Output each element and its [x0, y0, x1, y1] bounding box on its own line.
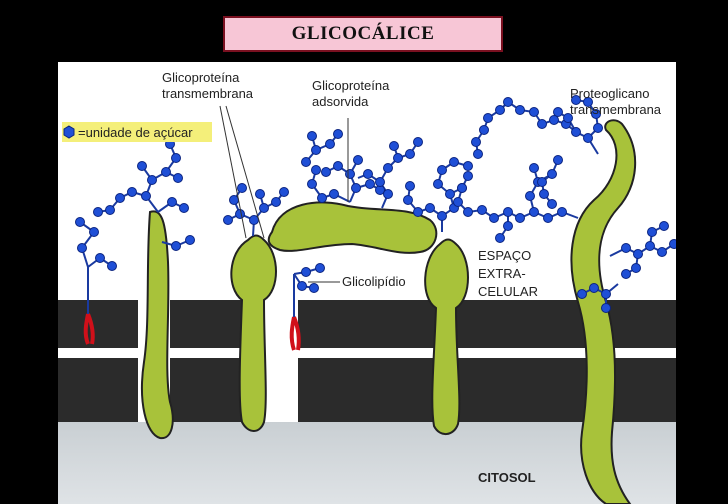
glycocalyx-figure: =unidade de açúcar Glicoproteína transme… [58, 62, 676, 504]
label-glycoprotein-ads-2: adsorvida [312, 94, 369, 109]
sugar-units [75, 95, 676, 313]
label-extracellular-2: EXTRA- [478, 266, 526, 281]
glycocalyx-diagram: =unidade de açúcar Glicoproteína transme… [58, 70, 676, 504]
page-title: GLICOCÁLICE [291, 23, 435, 44]
glycolipid-left [83, 267, 95, 345]
label-glycolipid: Glicolipídio [342, 274, 406, 289]
legend-label: =unidade de açúcar [78, 125, 193, 140]
label-extracellular-3: CELULAR [478, 284, 538, 299]
label-proteoglycan-1: Proteoglicano [570, 86, 650, 101]
glycolipid-center [289, 274, 301, 351]
label-proteoglycan-2: transmembrana [570, 102, 662, 117]
label-glycoprotein-ads-1: Glicoproteína [312, 78, 390, 93]
label-glycoprotein-tm-1: Glicoproteína [162, 70, 240, 85]
hexagon-icon [63, 125, 75, 139]
legend-box [62, 122, 212, 142]
label-cytosol: CITOSOL [478, 470, 536, 485]
label-extracellular-1: ESPAÇO [478, 248, 531, 263]
membrane-midline [58, 348, 676, 358]
title-box: GLICOCÁLICE [223, 16, 503, 52]
label-glycoprotein-tm-2: transmembrana [162, 86, 254, 101]
leader-lines [219, 105, 349, 283]
